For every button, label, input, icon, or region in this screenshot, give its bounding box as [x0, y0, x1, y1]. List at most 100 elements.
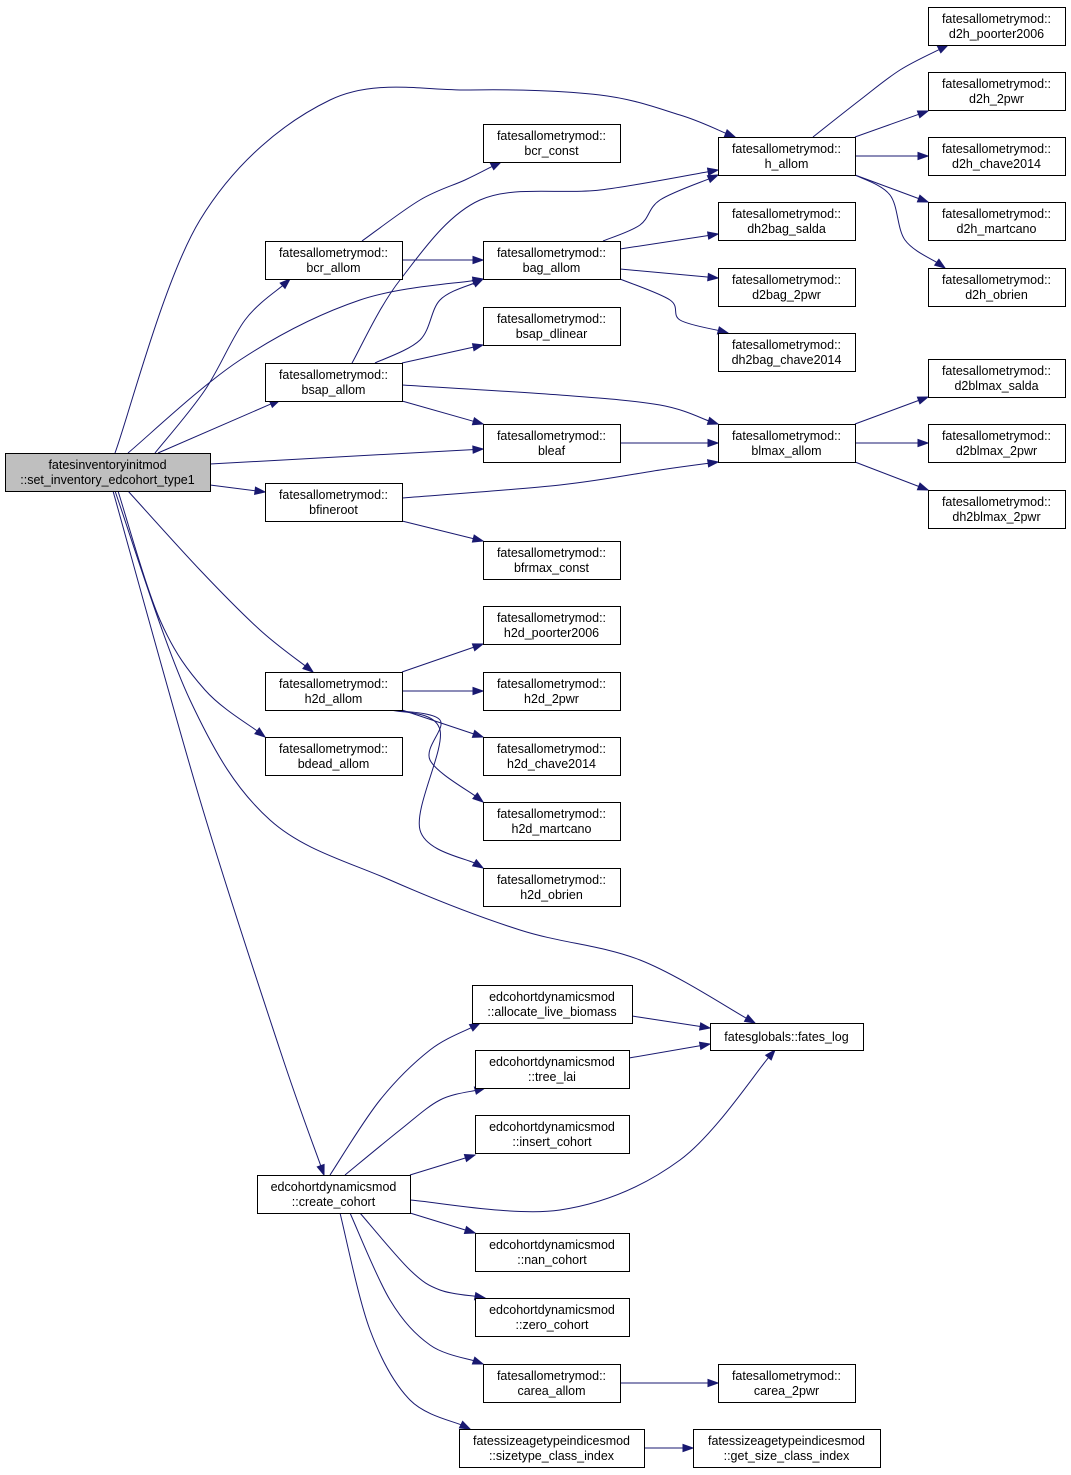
node-label-line1: fatesinventoryinitmod — [48, 458, 166, 472]
node-dh2blmax-2pwr[interactable]: fatesallometrymod::dh2blmax_2pwr — [928, 490, 1066, 529]
node-d2h-chave2014[interactable]: fatesallometrymod::d2h_chave2014 — [928, 137, 1066, 176]
node-label-line1: fatesallometrymod:: — [497, 546, 606, 560]
node-bleaf[interactable]: fatesallometrymod::bleaf — [483, 424, 621, 463]
edge-line — [854, 399, 921, 425]
node-bcr-const[interactable]: fatesallometrymod::bcr_const — [483, 124, 621, 163]
node-label-line1: fatessizeagetypeindicesmod — [708, 1434, 865, 1448]
node-carea-2pwr[interactable]: fatesallometrymod::carea_2pwr — [718, 1364, 856, 1403]
edge-line — [409, 1055, 771, 1213]
node-sizetype-class-index[interactable]: fatessizeagetypeindicesmod::sizetype_cla… — [459, 1429, 645, 1468]
node-label-line2: h2d_poorter2006 — [504, 626, 599, 640]
node-d2h-2pwr[interactable]: fatesallometrymod::d2h_2pwr — [928, 72, 1066, 111]
node-label: fatesglobals::fates_log — [724, 1030, 848, 1044]
node-label-line1: fatesallometrymod:: — [942, 364, 1051, 378]
node-bsap-dlinear[interactable]: fatesallometrymod::bsap_dlinear — [483, 307, 621, 346]
arrowhead-icon — [707, 438, 720, 448]
node-d2h-obrien[interactable]: fatesallometrymod::d2h_obrien — [928, 268, 1066, 307]
node-create-cohort[interactable]: edcohortdynamicsmod::create_cohort — [257, 1175, 411, 1214]
edge-create-cohort-to-allocate-live-biomass — [329, 1022, 482, 1176]
node-box — [483, 241, 621, 280]
node-label-line2: bfineroot — [309, 503, 358, 517]
edge-line — [154, 284, 285, 454]
node-label-line1: fatesallometrymod:: — [279, 246, 388, 260]
node-h2d-2pwr[interactable]: fatesallometrymod::h2d_2pwr — [483, 672, 621, 711]
node-allocate-live-biomass[interactable]: edcohortdynamicsmod::allocate_live_bioma… — [472, 985, 633, 1024]
node-bdead-allom[interactable]: fatesallometrymod::bdead_allom — [265, 737, 403, 776]
node-bfineroot[interactable]: fatesallometrymod::bfineroot — [265, 483, 403, 522]
node-box — [257, 1175, 411, 1214]
node-box — [928, 359, 1066, 398]
edge-bag-allom-to-d2bag-2pwr — [619, 268, 720, 282]
node-dh2bag-salda[interactable]: fatesallometrymod::dh2bag_salda — [718, 202, 856, 241]
edge-line — [114, 490, 749, 1020]
node-bcr-allom[interactable]: fatesallometrymod::bcr_allom — [265, 241, 403, 280]
node-h2d-martcano[interactable]: fatesallometrymod::h2d_martcano — [483, 802, 621, 841]
edge-create-cohort-to-nan-cohort — [409, 1212, 477, 1235]
node-zero-cohort[interactable]: edcohortdynamicsmod::zero_cohort — [475, 1298, 630, 1337]
node-box — [265, 363, 403, 402]
node-box — [718, 268, 856, 307]
node-bfrmax-const[interactable]: fatesallometrymod::bfrmax_const — [483, 541, 621, 580]
edge-root-to-fates-log — [114, 490, 757, 1024]
node-h2d-allom[interactable]: fatesallometrymod::h2d_allom — [265, 672, 403, 711]
node-h2d-chave2014[interactable]: fatesallometrymod::h2d_chave2014 — [483, 737, 621, 776]
node-insert-cohort[interactable]: edcohortdynamicsmod::insert_cohort — [475, 1115, 630, 1154]
node-nan-cohort[interactable]: edcohortdynamicsmod::nan_cohort — [475, 1233, 630, 1272]
node-get-size-class-index[interactable]: fatessizeagetypeindicesmod::get_size_cla… — [693, 1429, 881, 1468]
node-d2h-martcano[interactable]: fatesallometrymod::d2h_martcano — [928, 202, 1066, 241]
node-label-line1: fatesallometrymod:: — [497, 807, 606, 821]
edge-line — [628, 1044, 703, 1059]
node-box — [472, 985, 633, 1024]
arrowhead-icon — [471, 534, 485, 543]
edge-root-to-bfineroot — [209, 484, 267, 495]
edge-line — [854, 461, 921, 488]
edge-bsap-allom-to-blmax-allom — [401, 384, 720, 425]
node-label-line1: fatesallometrymod:: — [732, 273, 841, 287]
node-carea-allom[interactable]: fatesallometrymod::carea_allom — [483, 1364, 621, 1403]
node-label-line2: ::nan_cohort — [517, 1253, 587, 1267]
edge-blmax-allom-to-dh2blmax-2pwr — [854, 461, 930, 491]
arrowhead-icon — [458, 1420, 472, 1430]
arrowhead-icon — [707, 1378, 720, 1388]
node-box — [265, 672, 403, 711]
node-blmax-allom[interactable]: fatesallometrymod::blmax_allom — [718, 424, 856, 463]
node-label-line2: carea_2pwr — [754, 1384, 819, 1398]
node-h2d-poorter2006[interactable]: fatesallometrymod::h2d_poorter2006 — [483, 606, 621, 645]
node-label-line1: edcohortdynamicsmod — [489, 1055, 615, 1069]
node-label-line2: dh2bag_salda — [747, 222, 826, 236]
node-label-line2: d2h_chave2014 — [952, 157, 1041, 171]
node-box — [483, 124, 621, 163]
node-label-line1: fatesallometrymod:: — [942, 495, 1051, 509]
edge-line — [401, 646, 476, 673]
arrowhead-icon — [743, 1014, 757, 1024]
arrowhead-icon — [302, 662, 315, 673]
node-label-line2: dh2bag_chave2014 — [732, 353, 842, 367]
node-h-allom[interactable]: fatesallometrymod::h_allom — [718, 137, 856, 176]
node-label-line2: ::zero_cohort — [516, 1318, 589, 1332]
arrowhead-icon — [471, 343, 485, 352]
arrowhead-icon — [471, 416, 485, 426]
node-fates-log[interactable]: fatesglobals::fates_log — [710, 1023, 864, 1051]
node-d2blmax-2pwr[interactable]: fatesallometrymod::d2blmax_2pwr — [928, 424, 1066, 463]
arrowhead-icon — [916, 194, 930, 203]
node-bsap-allom[interactable]: fatesallometrymod::bsap_allom — [265, 363, 403, 402]
edge-line — [114, 86, 728, 454]
node-label-line1: fatesallometrymod:: — [279, 368, 388, 382]
edge-line — [351, 170, 711, 364]
edge-h2d-allom-to-h2d-obrien — [391, 709, 485, 869]
node-label-line2: h2d_2pwr — [524, 692, 579, 706]
node-tree-lai[interactable]: edcohortdynamicsmod::tree_lai — [475, 1050, 630, 1089]
arrowhead-icon — [707, 272, 720, 282]
node-dh2bag-chave2014[interactable]: fatesallometrymod::dh2bag_chave2014 — [718, 333, 856, 372]
node-bag-allom[interactable]: fatesallometrymod::bag_allom — [483, 241, 621, 280]
node-label-line2: d2blmax_salda — [954, 379, 1038, 393]
node-d2bag-2pwr[interactable]: fatesallometrymod::d2bag_2pwr — [718, 268, 856, 307]
edge-line — [112, 490, 322, 1168]
arrowhead-icon — [698, 1041, 712, 1051]
arrowhead-icon — [706, 174, 720, 184]
node-d2blmax-salda[interactable]: fatesallometrymod::d2blmax_salda — [928, 359, 1066, 398]
node-label-line1: fatesallometrymod:: — [497, 1369, 606, 1383]
arrowhead-icon — [723, 129, 737, 138]
node-h2d-obrien[interactable]: fatesallometrymod::h2d_obrien — [483, 868, 621, 907]
node-d2h-poorter2006[interactable]: fatesallometrymod::d2h_poorter2006 — [928, 7, 1066, 46]
